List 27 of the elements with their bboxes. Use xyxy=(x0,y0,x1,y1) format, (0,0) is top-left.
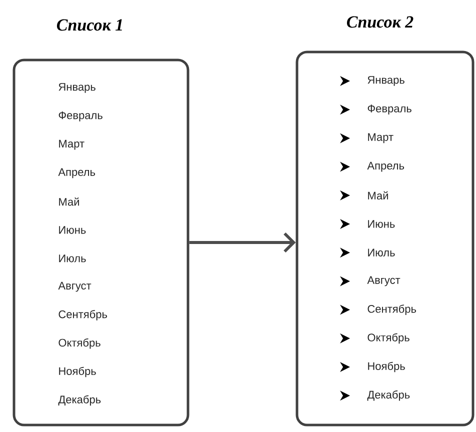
list-item: Апрель xyxy=(58,168,96,178)
list-item: Декабрь xyxy=(367,390,410,401)
list-item: Август xyxy=(367,276,400,286)
list-item: Февраль xyxy=(58,111,102,122)
list-item: Январь xyxy=(368,76,404,86)
list-item: Март xyxy=(368,133,394,144)
list-item: Март xyxy=(59,140,84,150)
list-item: Август xyxy=(58,282,92,292)
list-item: Апрель xyxy=(367,162,404,172)
list-item: Июнь xyxy=(59,226,86,234)
list-item: Сентябрь xyxy=(368,304,416,315)
arrow xyxy=(189,232,296,253)
list-item: Январь xyxy=(58,83,96,93)
list-item: Февраль xyxy=(368,104,412,115)
list-item: Ноябрь xyxy=(368,362,405,372)
list-item: Октябрь xyxy=(368,333,410,344)
list-item: Май xyxy=(368,191,388,200)
list-title: Список 2 xyxy=(346,16,414,28)
list-item: Октябрь xyxy=(58,338,100,349)
list-item: Сентябрь xyxy=(58,310,108,320)
list-item: Май xyxy=(59,197,79,206)
list-item: Июнь xyxy=(368,220,395,228)
list-item: Июль xyxy=(59,254,86,262)
list-title: Список 1 xyxy=(56,19,122,31)
list-item: Декабрь xyxy=(58,395,101,406)
list-item: Июль xyxy=(368,248,395,256)
list-item: Ноябрь xyxy=(59,366,96,378)
